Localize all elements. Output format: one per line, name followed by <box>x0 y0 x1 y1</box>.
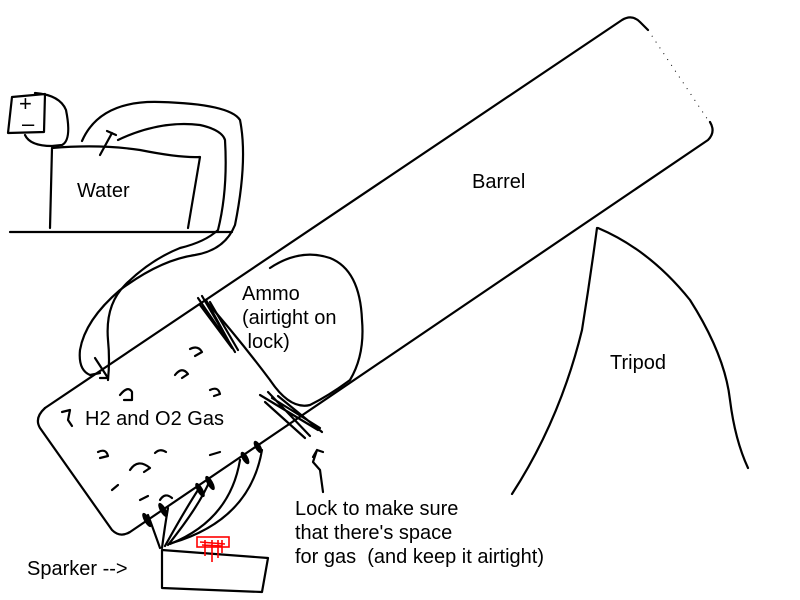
tripod-label: Tripod <box>610 352 666 374</box>
tripod-left-leg <box>510 226 599 496</box>
lock-scribble-top <box>196 294 240 354</box>
sparker-label: Sparker --> <box>27 558 128 580</box>
lock-pointer-arrow <box>311 448 325 494</box>
tripod-right-leg <box>596 226 750 470</box>
battery-plus-sign: + <box>19 91 32 116</box>
water-hose <box>78 100 245 377</box>
barrel-top-edge <box>43 16 650 410</box>
battery-minus-sign: – <box>22 111 35 136</box>
ammo-outline <box>203 253 364 407</box>
gas-chamber-label: H2 and O2 Gas <box>85 408 224 430</box>
battery-box <box>6 91 70 148</box>
sparker-wires <box>146 448 264 550</box>
sparker-box <box>160 548 270 594</box>
spark-mark <box>196 536 230 562</box>
gas-swirls <box>60 346 222 502</box>
barrel-label: Barrel <box>472 171 526 193</box>
water-label: Water <box>77 180 130 202</box>
hose-outlet-arrow <box>93 356 110 380</box>
hose-inlet-arrow <box>98 129 118 157</box>
ammo-label: Ammo (airtight on lock) <box>242 283 337 353</box>
lock-scribble-bottom <box>258 390 324 440</box>
barrel-right-end <box>647 29 709 121</box>
lock-note-label: Lock to make sure that there's space for… <box>295 498 545 568</box>
water-hose-inner <box>106 122 227 382</box>
electrodes <box>142 440 263 528</box>
water-container <box>48 145 202 230</box>
barrel-bottom-edge <box>36 120 714 536</box>
